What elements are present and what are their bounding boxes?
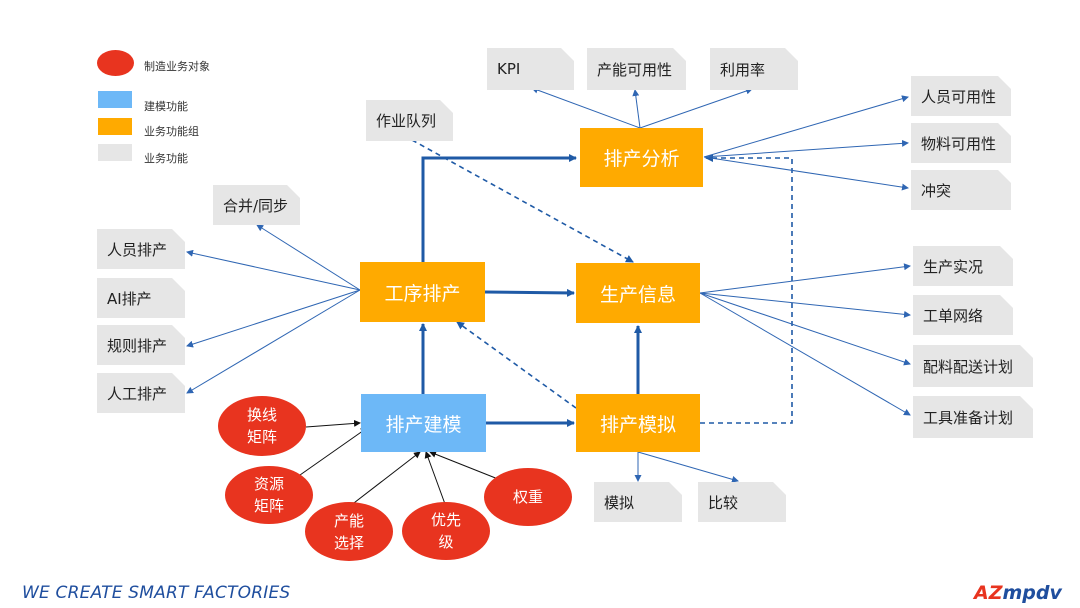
line-process-merge — [256, 224, 361, 291]
node-process-scheduling: 工序排产 — [360, 262, 485, 322]
dash-simulation-to-process — [456, 321, 577, 409]
func-material-availability: 物料可用性 — [911, 123, 1011, 163]
line-process-manual — [186, 289, 361, 394]
arrow-process-to-info — [484, 288, 575, 297]
func-ai-scheduling: AI排产 — [97, 278, 185, 318]
object-resource-matrix: 资源 矩阵 — [225, 466, 313, 524]
func-utilization: 利用率 — [710, 48, 798, 90]
legend-swatch-function — [98, 144, 132, 161]
func-job-queue: 作业队列 — [366, 100, 453, 141]
line-changeover-to-modeling — [305, 419, 361, 428]
func-conflict: 冲突 — [911, 170, 1011, 210]
logo-mark: AZ — [974, 582, 1003, 604]
legend-swatch-object — [97, 50, 134, 76]
company-logo: AZmpdv — [974, 582, 1062, 604]
func-capacity-availability: 产能可用性 — [587, 48, 686, 90]
func-staff-scheduling: 人员排产 — [97, 229, 185, 269]
line-info-delivery — [699, 292, 911, 366]
line-analysis-capacity — [632, 89, 641, 129]
func-compare: 比较 — [698, 482, 786, 522]
object-changeover-matrix: 换线 矩阵 — [218, 396, 306, 456]
line-analysis-kpi — [531, 86, 641, 129]
line-process-rule — [186, 289, 361, 348]
func-production-actuals: 生产实况 — [913, 246, 1013, 286]
footer-slogan: WE CREATE SMART FACTORIES — [22, 583, 291, 603]
func-tool-prep-plan: 工具准备计划 — [913, 396, 1033, 438]
arrow-process-to-analysis — [421, 154, 577, 262]
legend-label-modeling: 建模功能 — [144, 100, 188, 113]
object-weight: 权重 — [484, 468, 572, 526]
object-capacity-selection: 产能 选择 — [305, 502, 393, 561]
node-scheduling-modeling: 排产建模 — [361, 394, 486, 452]
logo-text: mpdv — [1002, 582, 1062, 604]
legend-label-function-group: 业务功能组 — [144, 125, 199, 138]
func-manual-scheduling: 人工排产 — [97, 373, 185, 413]
line-capacity-to-modeling — [349, 451, 421, 507]
line-priority-to-modeling — [424, 451, 446, 505]
legend-swatch-modeling — [98, 91, 132, 108]
line-info-actuals — [699, 263, 911, 294]
line-analysis-utilization — [639, 87, 753, 129]
func-rule-scheduling: 规则排产 — [97, 325, 185, 365]
line-analysis-staff — [703, 95, 909, 158]
legend-label-function: 业务功能 — [144, 152, 188, 165]
func-staff-availability: 人员可用性 — [911, 76, 1011, 116]
dash-simulation-to-analysis — [700, 154, 793, 424]
object-priority: 优先 级 — [402, 502, 490, 560]
line-weight-to-modeling — [429, 450, 499, 480]
node-scheduling-simulation: 排产模拟 — [576, 394, 700, 452]
line-analysis-conflict — [703, 156, 909, 191]
line-info-tool — [699, 292, 911, 416]
node-production-info: 生产信息 — [576, 263, 700, 323]
line-info-network — [699, 292, 911, 318]
legend-label-object: 制造业务对象 — [144, 60, 210, 73]
func-material-delivery-plan: 配料配送计划 — [913, 345, 1033, 387]
func-merge-sync: 合并/同步 — [213, 185, 300, 225]
func-simulate: 模拟 — [594, 482, 682, 522]
line-analysis-material — [703, 139, 909, 158]
func-kpi: KPI — [487, 48, 574, 90]
func-work-order-network: 工单网络 — [913, 295, 1013, 335]
dash-queue-to-info — [411, 139, 634, 263]
line-resource-to-modeling — [299, 427, 368, 476]
legend-swatch-function-group — [98, 118, 132, 135]
line-process-staff — [186, 249, 361, 291]
line-sim-compare — [637, 451, 739, 483]
node-scheduling-analysis: 排产分析 — [580, 128, 703, 187]
